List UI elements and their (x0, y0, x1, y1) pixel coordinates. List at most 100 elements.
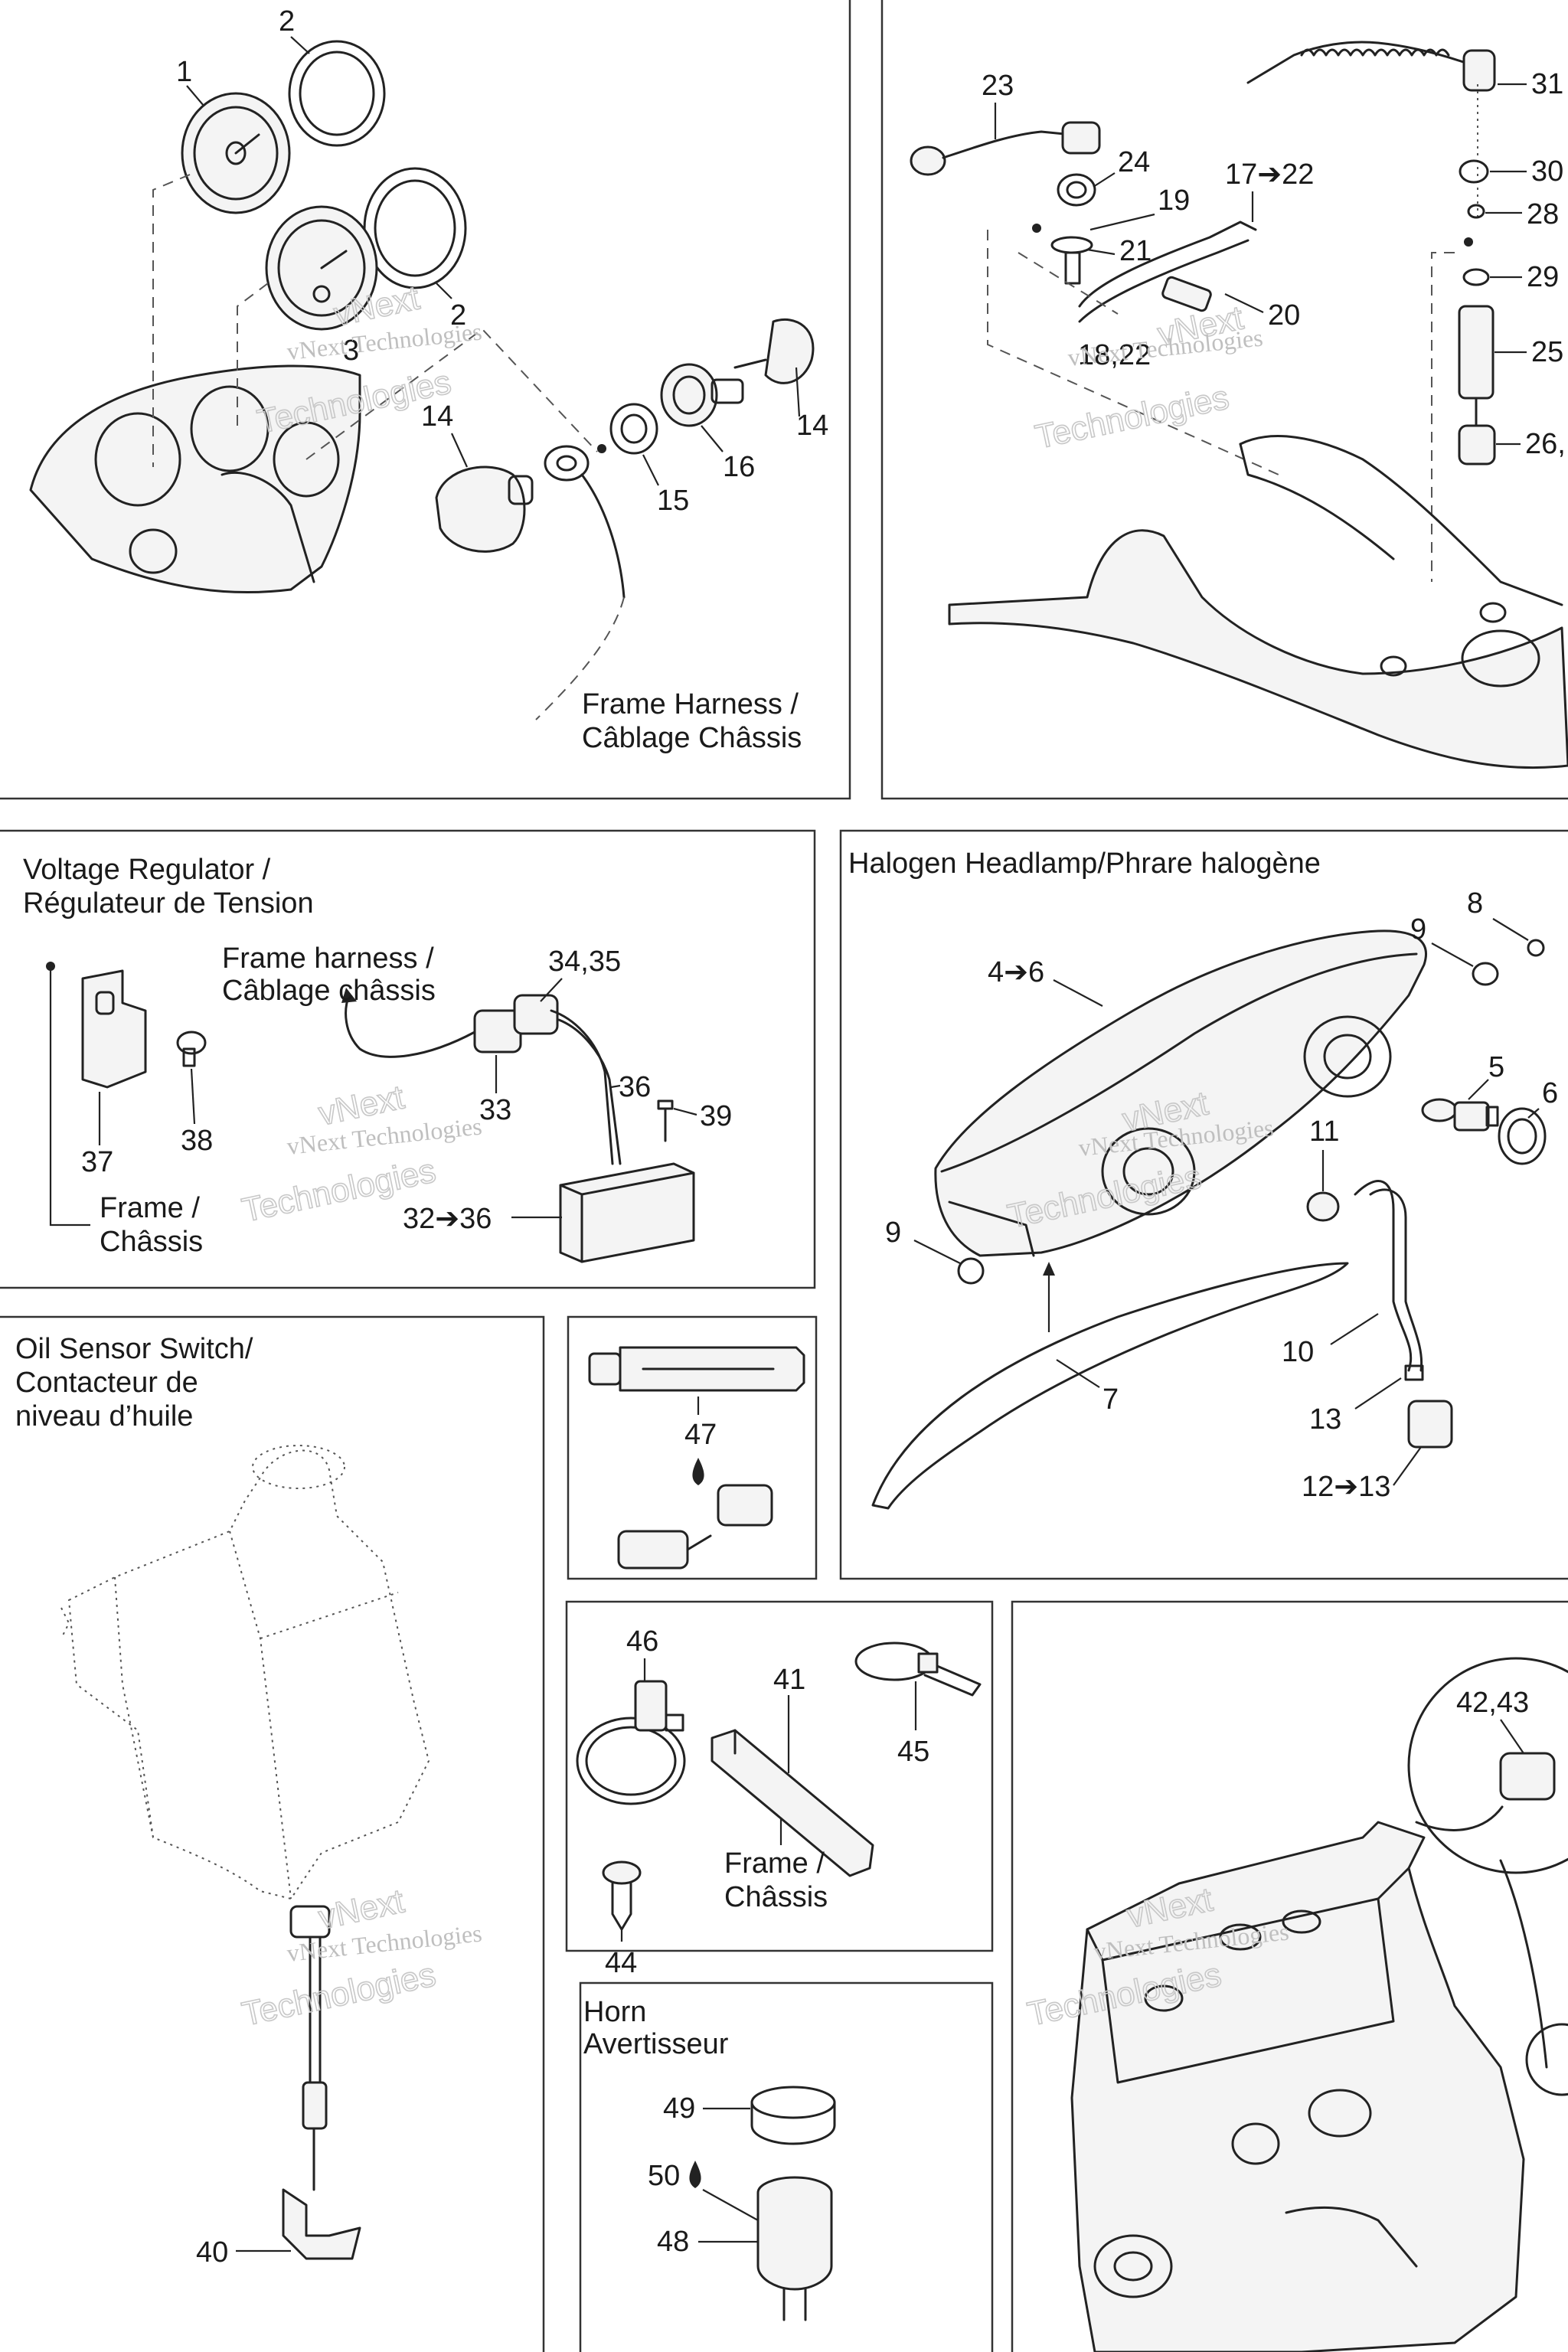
screw-icon (176, 1031, 207, 1067)
push-rivet-icon (602, 1860, 642, 1931)
grease-tube-icon (588, 1346, 805, 1392)
headlamp-wire (1369, 1188, 1423, 1372)
horn-body-icon (756, 2176, 833, 2321)
frame-harness-label: Câblage Châssis (582, 722, 802, 754)
frame-handlebar (880, 0, 1568, 800)
callout-label: 21 (1119, 235, 1152, 267)
detail-callout-icon (1525, 2023, 1568, 2096)
bracket-icon (81, 969, 147, 1089)
headlamp-panel: Halogen Headlamp/Phrare halogène (848, 848, 1558, 1510)
bezel-ring-icon (288, 40, 386, 147)
callout-label: 9 (885, 1217, 901, 1249)
headlamp-housing-icon (934, 929, 1427, 1257)
headlamp-trim-icon (871, 1262, 1349, 1510)
oil-sensor-panel: Oil Sensor Switch/ Contacteur de niveau … (15, 1333, 430, 2269)
svg-text:Technologies: Technologies (1032, 378, 1232, 456)
cable-tie-icon (854, 1642, 982, 1697)
speedometer-icon (181, 92, 291, 214)
key-switch-body-icon (660, 363, 744, 427)
leader-line (673, 1107, 697, 1116)
leader-line (642, 454, 659, 486)
arrow-icon (1043, 1262, 1055, 1276)
callout-label: 28 (1527, 198, 1559, 230)
callout-label: 9 (1410, 913, 1426, 946)
leader-line (450, 433, 469, 468)
frame-voltage-regulator (0, 829, 816, 1289)
callout-label: 11 (1309, 1116, 1339, 1148)
leader-line (540, 978, 563, 1002)
start-switch-icon (435, 466, 534, 553)
oil-level-sensor-icon (282, 1905, 361, 2260)
leader-line (190, 1068, 196, 1125)
callout-label: 32➔36 (403, 1203, 492, 1235)
grommet-icon (957, 1257, 985, 1285)
frame-ties (565, 1600, 994, 1952)
leader-line (1431, 942, 1474, 967)
oil-sensor-title: niveau d’huile (15, 1400, 193, 1432)
callout-label: 45 (897, 1736, 929, 1768)
arrow-icon (341, 988, 357, 1003)
locator-line (237, 283, 269, 429)
ties-panel: 46 41 45 44 Frame / Châssis (576, 1625, 982, 1979)
frame-harness-label: Câblage châssis (222, 975, 436, 1007)
regulator-module-icon (559, 1162, 695, 1263)
leader-line (1089, 213, 1155, 231)
leader-line (795, 367, 801, 417)
callout-label: 33 (479, 1094, 511, 1126)
callout-label: 31 (1531, 68, 1563, 100)
ring-terminal-icon (535, 445, 626, 720)
connection-dot (46, 962, 55, 971)
leader-line (701, 425, 724, 452)
callout-label: 14 (796, 410, 828, 442)
connection-dot (1464, 237, 1473, 247)
locator-line (305, 328, 598, 460)
callout-label: 16 (723, 451, 755, 483)
grease-panel: 47 (588, 1346, 805, 1570)
callout-label: 30 (1531, 155, 1563, 188)
callout-label: 39 (700, 1100, 732, 1132)
oil-tank-icon (60, 1445, 430, 1900)
callout-label: 6 (1542, 1077, 1558, 1109)
callout-label: 23 (982, 70, 1014, 102)
locator-line (1431, 252, 1455, 582)
callout-label: 3 (343, 335, 359, 367)
callout-label: 24 (1118, 146, 1150, 178)
callout-label: 12➔13 (1302, 1471, 1390, 1503)
callout-label: 38 (181, 1125, 213, 1157)
leader-line (186, 85, 204, 106)
callout-label: 46 (626, 1625, 658, 1658)
callout-label: 47 (684, 1419, 717, 1451)
leader-line (1093, 172, 1116, 188)
callout-label: 49 (663, 2092, 695, 2125)
frame-gauges (0, 0, 851, 800)
handlebar-panel: 23 24 19 21 17➔22 20 18,22 31 30 28 29 2… (910, 41, 1568, 769)
svg-text:vNext Technologies: vNext Technologies (286, 1919, 483, 1967)
callout-label: 42,43 (1456, 1687, 1529, 1719)
grommet-icon (1306, 1191, 1340, 1222)
wire-protector-icon (710, 1729, 874, 1877)
callout-label: 17➔22 (1225, 158, 1314, 191)
washer-icon (1467, 204, 1485, 219)
leader-line (702, 2189, 759, 2221)
detail-callout-icon (1407, 1657, 1568, 2069)
callout-label: 15 (657, 485, 689, 517)
leader-line (1224, 293, 1264, 313)
frame-engine (1011, 1600, 1568, 2352)
frame-grease (567, 1315, 818, 1580)
frame-label: Châssis (100, 1226, 203, 1258)
engine-panel: 42,43 (1070, 1657, 1568, 2352)
droplet-icon (692, 1458, 704, 1485)
leader-line (1492, 918, 1529, 941)
callout-label: 44 (605, 1947, 637, 1979)
leader-line (1330, 1313, 1379, 1345)
leader-line (1500, 1719, 1524, 1754)
cable-connector-icon (910, 121, 1101, 176)
callout-label: 5 (1488, 1051, 1504, 1083)
callout-label: 20 (1268, 299, 1300, 332)
leader-line (1468, 1079, 1489, 1100)
frame-oil-sensor (0, 1315, 545, 2352)
callout-label: 40 (196, 2236, 228, 2269)
oil-sensor-title: Contacteur de (15, 1367, 198, 1399)
voltage-regulator-panel: Voltage Regulator / Régulateur de Tensio… (23, 854, 732, 1263)
leader-line (1393, 1446, 1422, 1486)
